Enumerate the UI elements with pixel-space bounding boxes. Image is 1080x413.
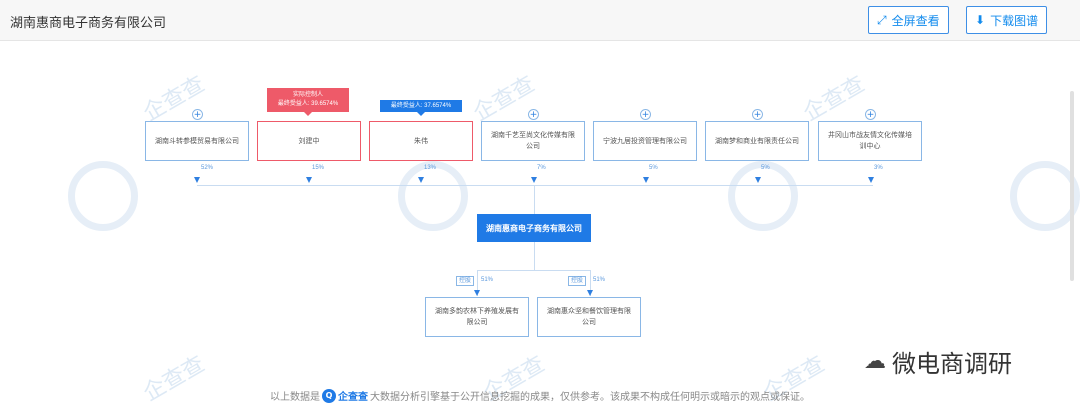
watermark-logo <box>728 161 798 235</box>
shareholder-bus-line <box>197 185 873 186</box>
wechat-icon: ☁ <box>864 349 886 374</box>
subsidiary-node[interactable]: 湖南多韵农林下养殖发展有限公司 <box>425 297 529 337</box>
header-bar: 湖南惠商电子商务有限公司 ⤢ 全屏查看 ⬇ 下载图谱 <box>0 0 1080 41</box>
shareholder-percent: 3% <box>874 165 883 171</box>
connector-line <box>477 270 478 296</box>
arrow-down-icon <box>587 290 593 296</box>
center-company-node[interactable]: 湖南惠商电子商务有限公司 <box>477 214 591 242</box>
fullscreen-label: 全屏查看 <box>891 13 940 28</box>
fullscreen-button[interactable]: ⤢ 全屏查看 <box>868 6 949 34</box>
shareholder-name: 宁波九居投资管理有限公司 <box>603 137 687 145</box>
shareholder-name: 湖南梦和商业有限责任公司 <box>715 137 799 145</box>
connector-line <box>534 242 535 270</box>
expand-node-button[interactable]: + <box>528 109 539 120</box>
subsidiary-percent: 51% <box>481 277 494 283</box>
shareholder-percent: 5% <box>649 165 658 171</box>
actual-controller-tag: 实际控制人 最终受益人: 39.6574% <box>267 88 349 116</box>
arrow-down-icon <box>643 177 649 183</box>
watermark-logo <box>68 161 138 235</box>
arrow-down-icon <box>306 177 312 183</box>
connector-line <box>534 185 535 215</box>
shareholder-name: 朱伟 <box>414 137 428 145</box>
shareholder-percent: 5% <box>761 165 770 171</box>
controller-benefit: 最终受益人: 39.6574% <box>277 101 339 107</box>
download-label: 下载图谱 <box>990 13 1039 28</box>
subsidiary-bus-line <box>477 270 591 271</box>
shareholder-name: 井冈山市战友情文化传媒培训中心 <box>828 132 912 150</box>
download-icon: ⬇ <box>975 13 986 27</box>
arrow-down-icon <box>868 177 874 183</box>
arrow-down-icon <box>531 177 537 183</box>
shareholder-name: 湖南千艺至尚文化传媒有限公司 <box>491 132 575 150</box>
shareholder-node[interactable]: 朱伟 <box>369 121 473 161</box>
tag-pointer <box>417 112 425 116</box>
beneficiary-tag: 最终受益人: 37.6574% <box>380 100 462 116</box>
qcc-logo: Q 企查查 <box>322 388 368 403</box>
subsidiary-name: 湖南惠众坚和餐饮管理有限公司 <box>547 308 631 326</box>
connector-line <box>590 270 591 296</box>
scrollbar[interactable] <box>1070 91 1074 281</box>
wechat-watermark: ☁ 微电商调研 <box>864 344 1012 379</box>
subsidiary-name: 湖南多韵农林下养殖发展有限公司 <box>435 308 519 326</box>
expand-node-button[interactable]: + <box>192 109 203 120</box>
disclaimer-footer: 以上数据是 Q 企查查 大数据分析引擎基于公开信息挖掘的成果，仅供参考。该成果不… <box>0 388 1080 403</box>
disclaimer-prefix: 以上数据是 <box>270 392 320 403</box>
subsidiary-node[interactable]: 湖南惠众坚和餐饮管理有限公司 <box>537 297 641 337</box>
arrow-down-icon <box>755 177 761 183</box>
shareholder-node[interactable]: 宁波九居投资管理有限公司 <box>593 121 697 161</box>
shareholder-node[interactable]: 湖南千艺至尚文化传媒有限公司 <box>481 121 585 161</box>
expand-node-button[interactable]: + <box>640 109 651 120</box>
expand-node-button[interactable]: + <box>752 109 763 120</box>
tag-pointer <box>304 112 312 116</box>
control-badge: 控股 <box>568 276 587 286</box>
shareholder-node[interactable]: 湖南斗转参模贸易有限公司 <box>145 121 249 161</box>
arrow-down-icon <box>418 177 424 183</box>
expand-node-button[interactable]: + <box>865 109 876 120</box>
shareholder-percent: 7% <box>537 165 546 171</box>
shareholder-node[interactable]: 湖南梦和商业有限责任公司 <box>705 121 809 161</box>
qcc-logo-text: 企查查 <box>338 392 368 403</box>
shareholder-percent: 13% <box>424 165 437 171</box>
shareholder-percent: 15% <box>312 165 325 171</box>
shareholder-percent: 52% <box>201 165 214 171</box>
control-badge: 控股 <box>456 276 475 286</box>
controller-label: 实际控制人 <box>292 92 323 98</box>
shareholder-node[interactable]: 井冈山市战友情文化传媒培训中心 <box>818 121 922 161</box>
equity-graph-canvas[interactable]: 企查查 企查查 企查查 企查查 企查查 企查查 + 湖南斗转参模贸易有限公司 5… <box>0 41 1080 413</box>
expand-icon: ⤢ <box>877 12 887 27</box>
page-title: 湖南惠商电子商务有限公司 <box>10 15 167 30</box>
wechat-account-text: 微电商调研 <box>892 350 1012 378</box>
qcc-logo-icon: Q <box>322 388 336 403</box>
download-button[interactable]: ⬇ 下载图谱 <box>966 6 1048 34</box>
center-company-name: 湖南惠商电子商务有限公司 <box>486 223 582 233</box>
watermark-logo <box>398 161 468 235</box>
watermark-text: 企查查 <box>799 71 870 127</box>
beneficiary-label: 最终受益人: 37.6574% <box>390 102 452 109</box>
shareholder-name: 湖南斗转参模贸易有限公司 <box>155 137 239 145</box>
arrow-down-icon <box>194 177 200 183</box>
disclaimer-text: 大数据分析引擎基于公开信息挖掘的成果，仅供参考。该成果不构成任何明示或暗示的观点… <box>370 392 810 403</box>
shareholder-node[interactable]: 刘建中 <box>257 121 361 161</box>
subsidiary-percent: 51% <box>593 277 606 283</box>
arrow-down-icon <box>474 290 480 296</box>
shareholder-name: 刘建中 <box>298 137 320 145</box>
